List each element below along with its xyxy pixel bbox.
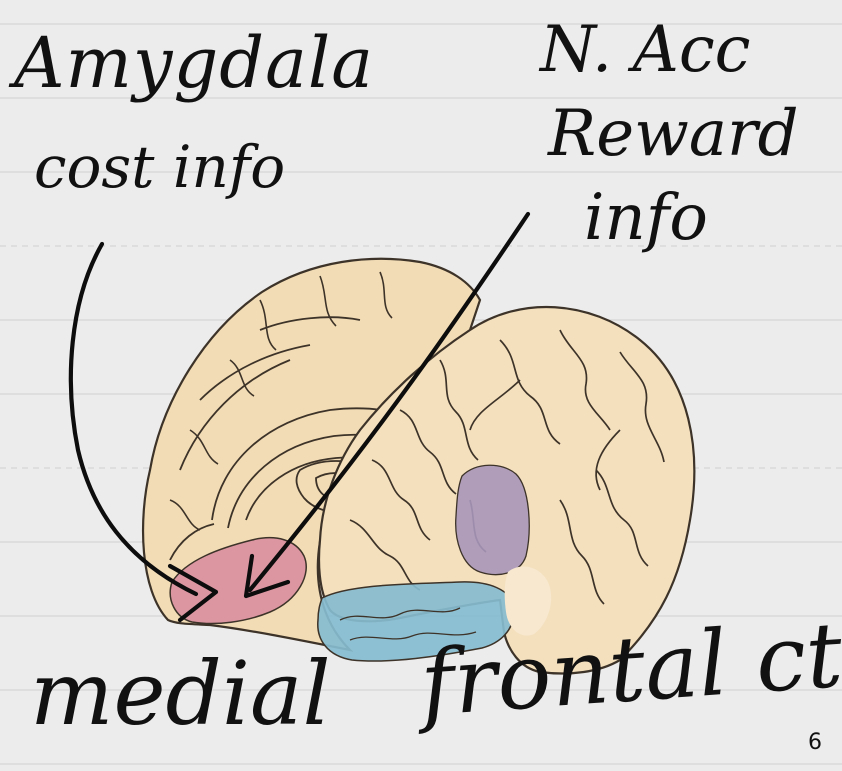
- amygdala-role-label: cost info: [34, 138, 285, 196]
- brain-illustration: [143, 259, 694, 674]
- page-number: 6: [808, 730, 822, 755]
- caption-medial: medial: [30, 650, 331, 738]
- purple-region: [456, 465, 529, 574]
- nacc-role-line1: Reward: [548, 102, 799, 166]
- nacc-role-line2: info: [584, 186, 708, 250]
- amygdala-label: Amygdala: [14, 28, 374, 98]
- nacc-label: N. Acc: [540, 18, 751, 82]
